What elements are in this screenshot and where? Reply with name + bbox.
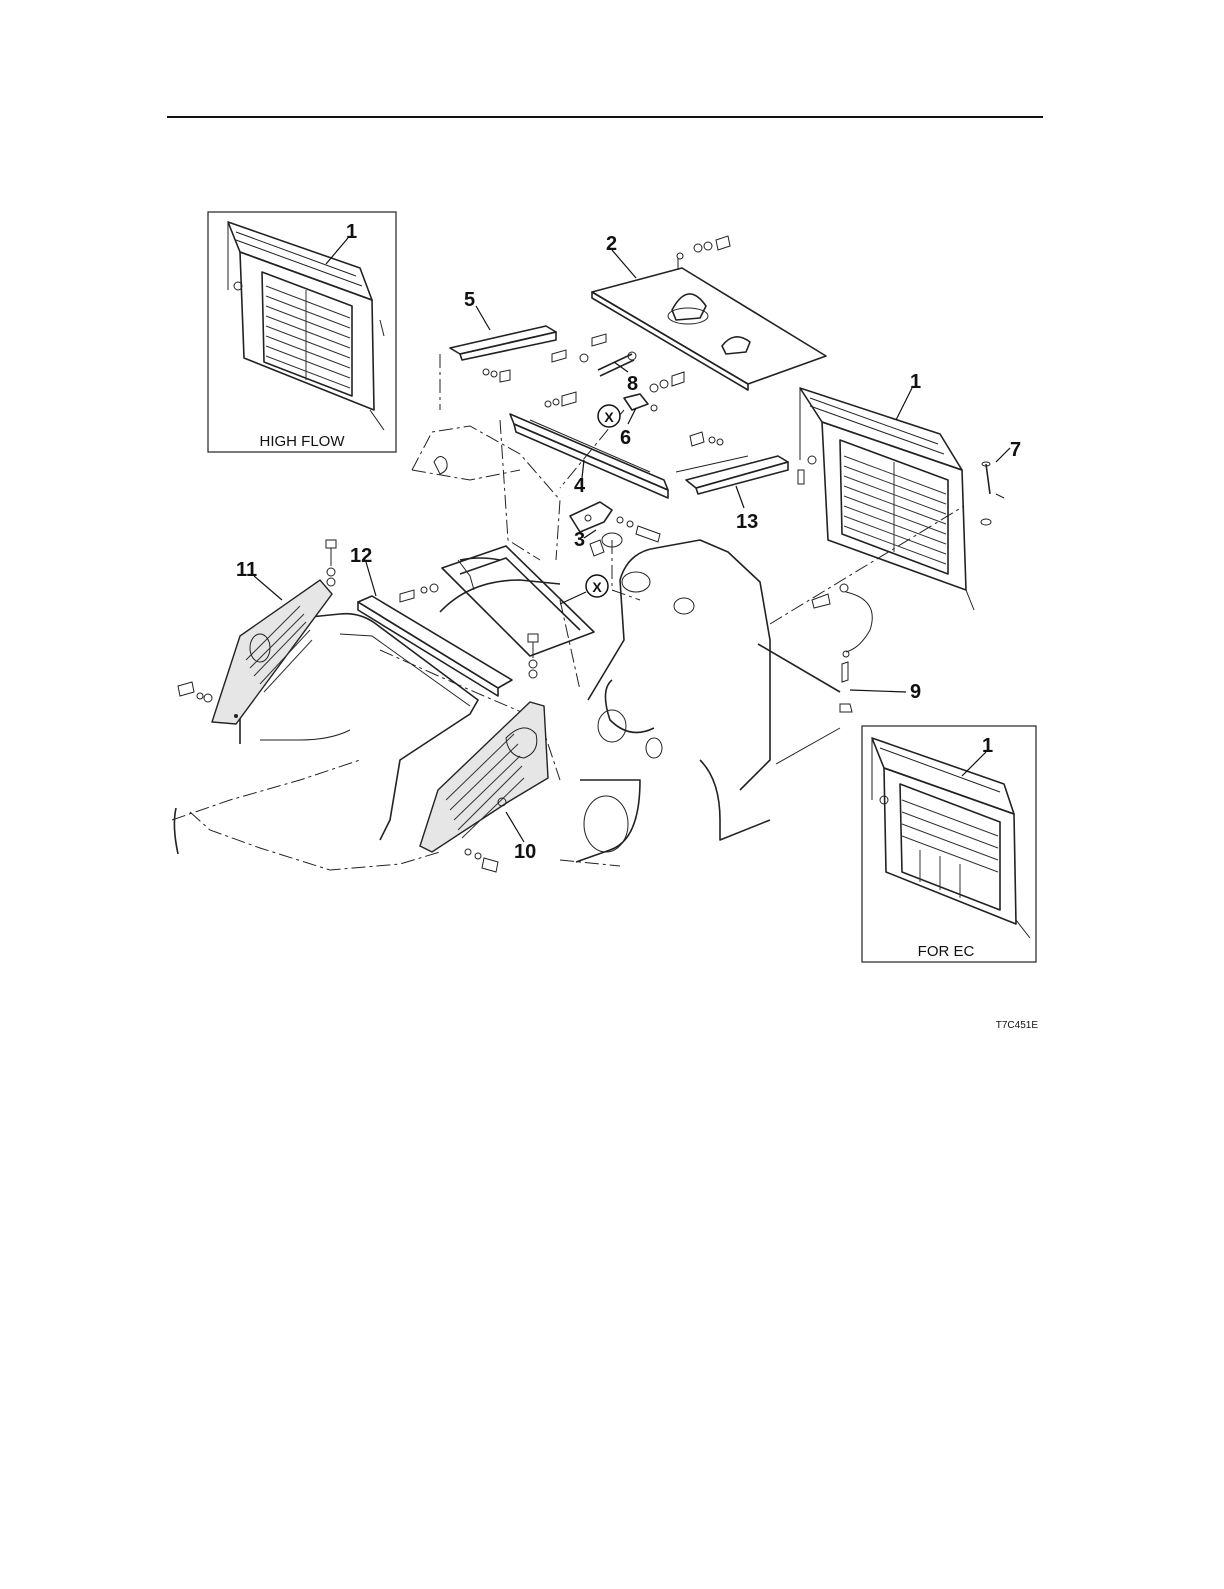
inset-caption-high-flow: HIGH FLOW xyxy=(260,433,346,450)
part-5-bracket xyxy=(450,326,556,360)
radiator-grille-for-ec xyxy=(872,738,1030,938)
x-marker-2-leader xyxy=(560,592,586,604)
callout-2: 2 xyxy=(606,233,617,255)
callout-9: 9 xyxy=(910,681,921,703)
hardware-12 xyxy=(400,584,438,602)
callout-8: 8 xyxy=(627,373,638,395)
callout-10: 10 xyxy=(514,841,536,863)
leader-13 xyxy=(736,486,744,508)
x-marker-2: X xyxy=(560,575,608,604)
callout-5: 5 xyxy=(464,289,475,311)
inset-high-flow: 1 HIGH FLOW xyxy=(208,212,396,452)
radiator-grille-high-flow xyxy=(228,222,384,430)
hardware-4-left xyxy=(545,392,576,407)
leader-7 xyxy=(996,448,1010,462)
leader-3 xyxy=(584,530,596,538)
callout-7: 7 xyxy=(1010,439,1021,461)
callout-1-for-ec: 1 xyxy=(982,735,993,757)
callout-6: 6 xyxy=(620,427,631,449)
part-13-bracket xyxy=(676,456,788,494)
callout-1-high-flow: 1 xyxy=(346,221,357,243)
x-marker-1-label: X xyxy=(604,409,614,425)
callout-11: 11 xyxy=(236,559,257,581)
part-4-bracket xyxy=(510,414,668,498)
figure-id: T7C451E xyxy=(996,1020,1039,1031)
x-marker-2-label: X xyxy=(592,579,602,595)
part-11-side-panel xyxy=(212,580,332,724)
part-2-top-cover xyxy=(592,253,826,390)
leader-9 xyxy=(850,690,906,692)
leader-12 xyxy=(366,562,376,596)
hardware-13 xyxy=(690,432,723,446)
inset-for-ec: 1 FOR EC xyxy=(862,726,1036,962)
inset-caption-for-ec: FOR EC xyxy=(918,943,975,960)
x-marker-1: X xyxy=(598,405,620,427)
hardware-5 xyxy=(483,369,510,382)
part-9-prop-rod xyxy=(758,506,964,764)
part-10-side-panel xyxy=(420,702,548,852)
leader-10 xyxy=(506,812,524,842)
part-7-pin xyxy=(981,462,1004,525)
inset-frame xyxy=(862,726,1036,962)
leader-5 xyxy=(476,306,490,330)
callout-12: 12 xyxy=(350,545,372,567)
callout-1-main: 1 xyxy=(910,371,921,393)
hardware-8 xyxy=(552,334,684,392)
callout-3: 3 xyxy=(574,529,585,551)
part-1-radiator-grille xyxy=(798,388,974,610)
callout-4: 4 xyxy=(574,475,586,497)
leader-11 xyxy=(254,576,282,600)
callout-13: 13 xyxy=(736,511,758,533)
hardware-2 xyxy=(694,236,730,252)
